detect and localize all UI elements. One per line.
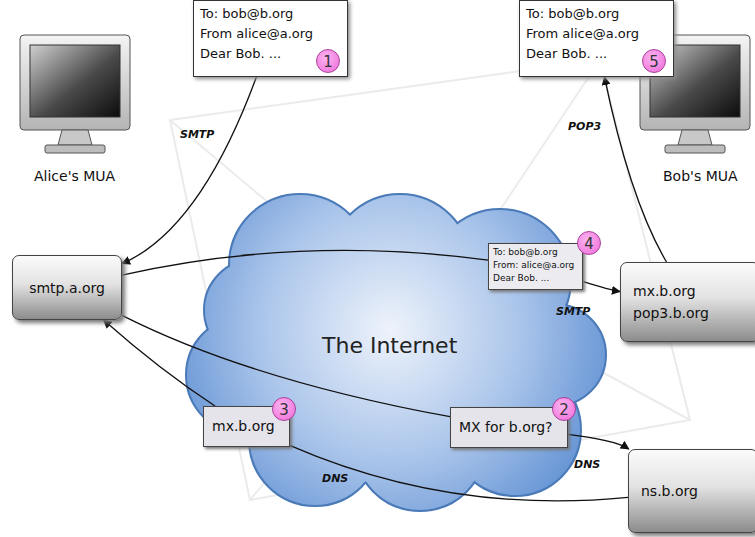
box-text: To: bob@b.org (200, 4, 313, 24)
callout-number: 1 (316, 49, 340, 73)
query-box: MX for b.org? (450, 407, 568, 448)
box-text: mx.b.org (633, 280, 696, 302)
monitor-stand (58, 130, 92, 145)
connector-label: DNS (574, 458, 600, 471)
watermark-envelope (170, 60, 690, 500)
connector-label: SMTP (180, 128, 214, 141)
box-text: mx.b.org (212, 416, 275, 436)
box-text: pop3.b.org (633, 302, 709, 324)
monitor-base (45, 145, 105, 153)
server-box: ns.b.org (628, 449, 755, 533)
device-caption: Bob's MUA (663, 168, 738, 184)
monitor-frame (20, 35, 130, 130)
callout-number: 3 (272, 397, 296, 421)
callout-number: 2 (552, 397, 576, 421)
box-text: From: alice@a.org (493, 259, 574, 272)
message-box: To: bob@b.orgFrom: alice@a.orgDear Bob. … (488, 243, 583, 290)
monitor-stand (678, 130, 712, 145)
server-box: smtp.a.org (12, 255, 122, 320)
box-text: Dear Bob. ... (200, 44, 313, 64)
network-label: The Internet (322, 333, 457, 358)
connector-label: SMTP (556, 305, 590, 318)
connector (104, 320, 215, 406)
monitor-icon (640, 35, 750, 153)
monitor-icon (20, 35, 130, 153)
device-caption: Alice's MUA (34, 168, 115, 184)
connector (583, 282, 620, 292)
box-text: To: bob@b.org (526, 4, 639, 24)
connector (605, 77, 667, 262)
monitor-frame (640, 35, 750, 130)
box-text: From alice@a.org (200, 24, 313, 44)
box-text: Dear Bob. ... (526, 44, 639, 64)
monitor-screen (30, 45, 120, 117)
box-text: MX for b.org? (459, 417, 553, 437)
cloud-outline (187, 195, 605, 510)
cloud-fill (187, 195, 605, 510)
connector-label: POP3 (568, 120, 601, 133)
box-text: smtp.a.org (29, 277, 105, 299)
connector (568, 434, 629, 449)
callout-number: 4 (577, 231, 601, 255)
connector (122, 77, 256, 264)
server-box: mx.b.orgpop3.b.org (620, 262, 755, 342)
watermark-line (170, 60, 690, 500)
connector (290, 445, 628, 501)
box-text: Dear Bob. ... (493, 272, 574, 285)
monitor-base (665, 145, 725, 153)
connector (122, 250, 488, 275)
box-text: To: bob@b.org (493, 246, 574, 259)
box-text: From alice@a.org (526, 24, 639, 44)
box-text: ns.b.org (641, 480, 698, 502)
callout-number: 5 (642, 49, 666, 73)
connector-label: DNS (322, 472, 348, 485)
